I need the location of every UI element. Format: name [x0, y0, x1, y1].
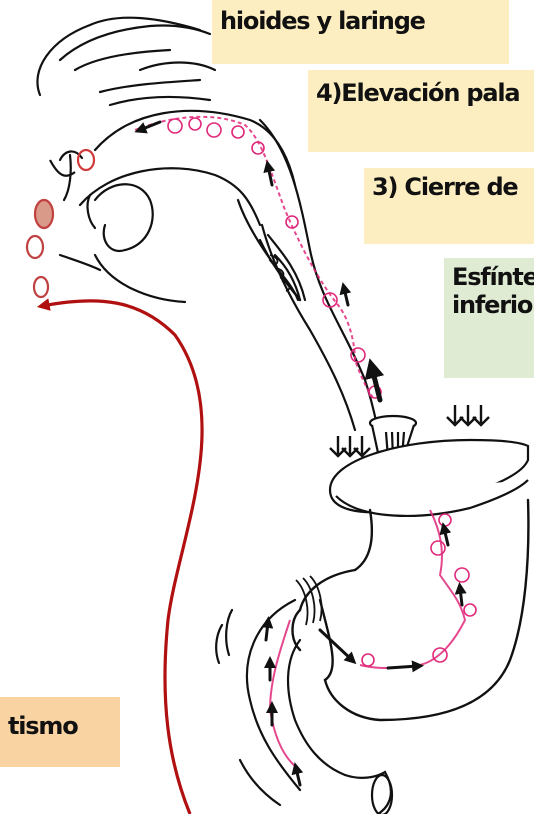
- label-lower-sphincter-line2: inferio: [452, 292, 526, 320]
- stomach-outline: [293, 500, 529, 720]
- label-closure: 3) Cierre de: [364, 168, 534, 244]
- intestine-outline: [216, 600, 392, 814]
- label-palatal-elevation: 4)Elevación pala: [308, 70, 534, 152]
- lips: [27, 150, 94, 297]
- head-outline: [37, 18, 215, 105]
- label-hyoid-larynx-text: hioides y laringe: [220, 7, 425, 35]
- palate-outline: [60, 111, 295, 225]
- label-lower-sphincter-line1: Esfínte: [452, 264, 526, 292]
- pharynx-walls: [238, 120, 385, 470]
- diaphragm-disk: [330, 440, 528, 516]
- label-peristalsis: tismo: [0, 697, 120, 767]
- label-closure-text: 3) Cierre de: [372, 173, 518, 201]
- label-lower-sphincter: Esfínte inferio: [444, 258, 534, 378]
- label-hyoid-larynx: hioides y laringe: [212, 0, 509, 64]
- label-palatal-elevation-text: 4)Elevación pala: [316, 79, 519, 107]
- label-peristalsis-text: tismo: [8, 712, 77, 740]
- tongue-outline: [60, 184, 185, 302]
